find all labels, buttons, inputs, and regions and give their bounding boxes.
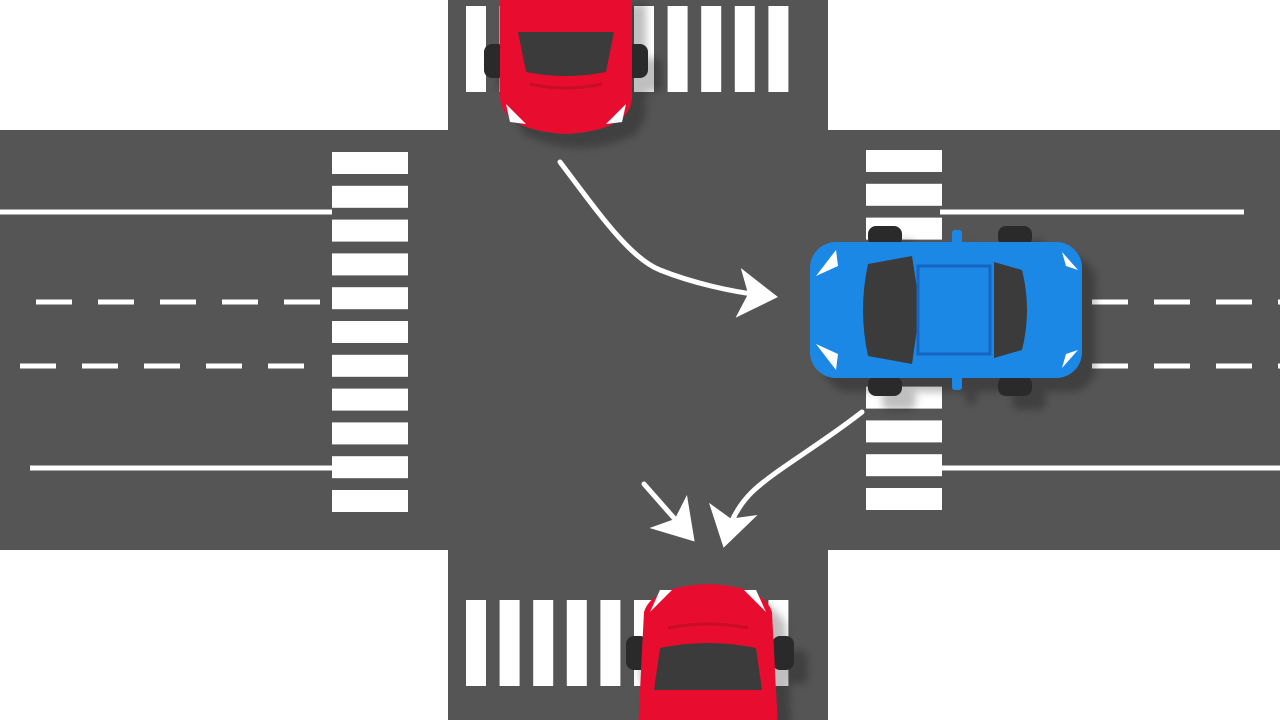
crosswalk-stripe — [332, 388, 408, 411]
crosswalk-stripe — [332, 354, 408, 377]
crosswalk-stripe — [466, 600, 486, 686]
crosswalk-stripe — [667, 6, 688, 92]
crosswalk-stripe — [600, 600, 621, 686]
crosswalk-stripe — [866, 454, 942, 477]
crosswalk-west — [332, 152, 408, 512]
windshield — [863, 256, 920, 364]
crosswalk-stripe — [499, 600, 520, 686]
windshield — [518, 32, 614, 76]
rear-window — [994, 262, 1027, 358]
tire — [868, 226, 902, 246]
mirror — [952, 230, 962, 244]
headlight — [744, 590, 766, 612]
headlight — [816, 344, 838, 370]
crosswalk-stripe — [734, 6, 755, 92]
taillight — [1062, 252, 1078, 270]
mirror — [952, 376, 962, 390]
headlight — [506, 104, 526, 124]
curved-arrow-icon — [557, 159, 778, 318]
crosswalk-stripe — [866, 488, 942, 510]
turn-arrow-east-to-south — [709, 409, 865, 548]
crosswalk-stripe — [332, 185, 408, 208]
tire — [868, 376, 902, 396]
headlight — [606, 104, 626, 124]
crosswalk-stripe — [866, 150, 942, 172]
hood-line — [667, 622, 749, 630]
crosswalk-stripe — [332, 490, 408, 512]
roof-panel — [916, 264, 992, 356]
headlight — [650, 590, 672, 612]
windshield — [654, 643, 762, 690]
crosswalk-stripe — [332, 287, 408, 310]
hood-line — [529, 82, 603, 90]
west-lane-markings — [0, 209, 332, 471]
crosswalk-stripe — [332, 219, 408, 242]
crosswalk-stripe — [768, 6, 789, 92]
crosswalk-stripe — [566, 600, 587, 686]
taillight — [1062, 350, 1078, 368]
turn-arrow-north-to-east — [557, 159, 778, 318]
tire — [772, 636, 794, 670]
crosswalk-stripe — [332, 456, 408, 479]
crosswalk-stripe — [332, 253, 408, 276]
crosswalk-stripe — [866, 420, 942, 443]
tire — [998, 376, 1032, 396]
east-lane-markings — [940, 209, 1280, 471]
crosswalk-stripe — [332, 321, 408, 343]
tire — [998, 226, 1032, 246]
curved-arrow-icon — [709, 409, 865, 548]
crosswalk-stripe — [866, 183, 942, 206]
crosswalk-stripe — [533, 600, 554, 686]
straight-arrow-to-south — [641, 481, 695, 542]
red-car-north — [484, 0, 648, 134]
crosswalk-stripe — [332, 152, 408, 174]
blue-car-east — [810, 226, 1082, 396]
crosswalk-stripe — [466, 6, 486, 92]
red-car-south — [626, 584, 794, 720]
crosswalk-stripe — [701, 6, 722, 92]
arrow-icon — [641, 481, 695, 542]
crosswalk-stripe — [332, 422, 408, 445]
headlight — [816, 250, 838, 276]
